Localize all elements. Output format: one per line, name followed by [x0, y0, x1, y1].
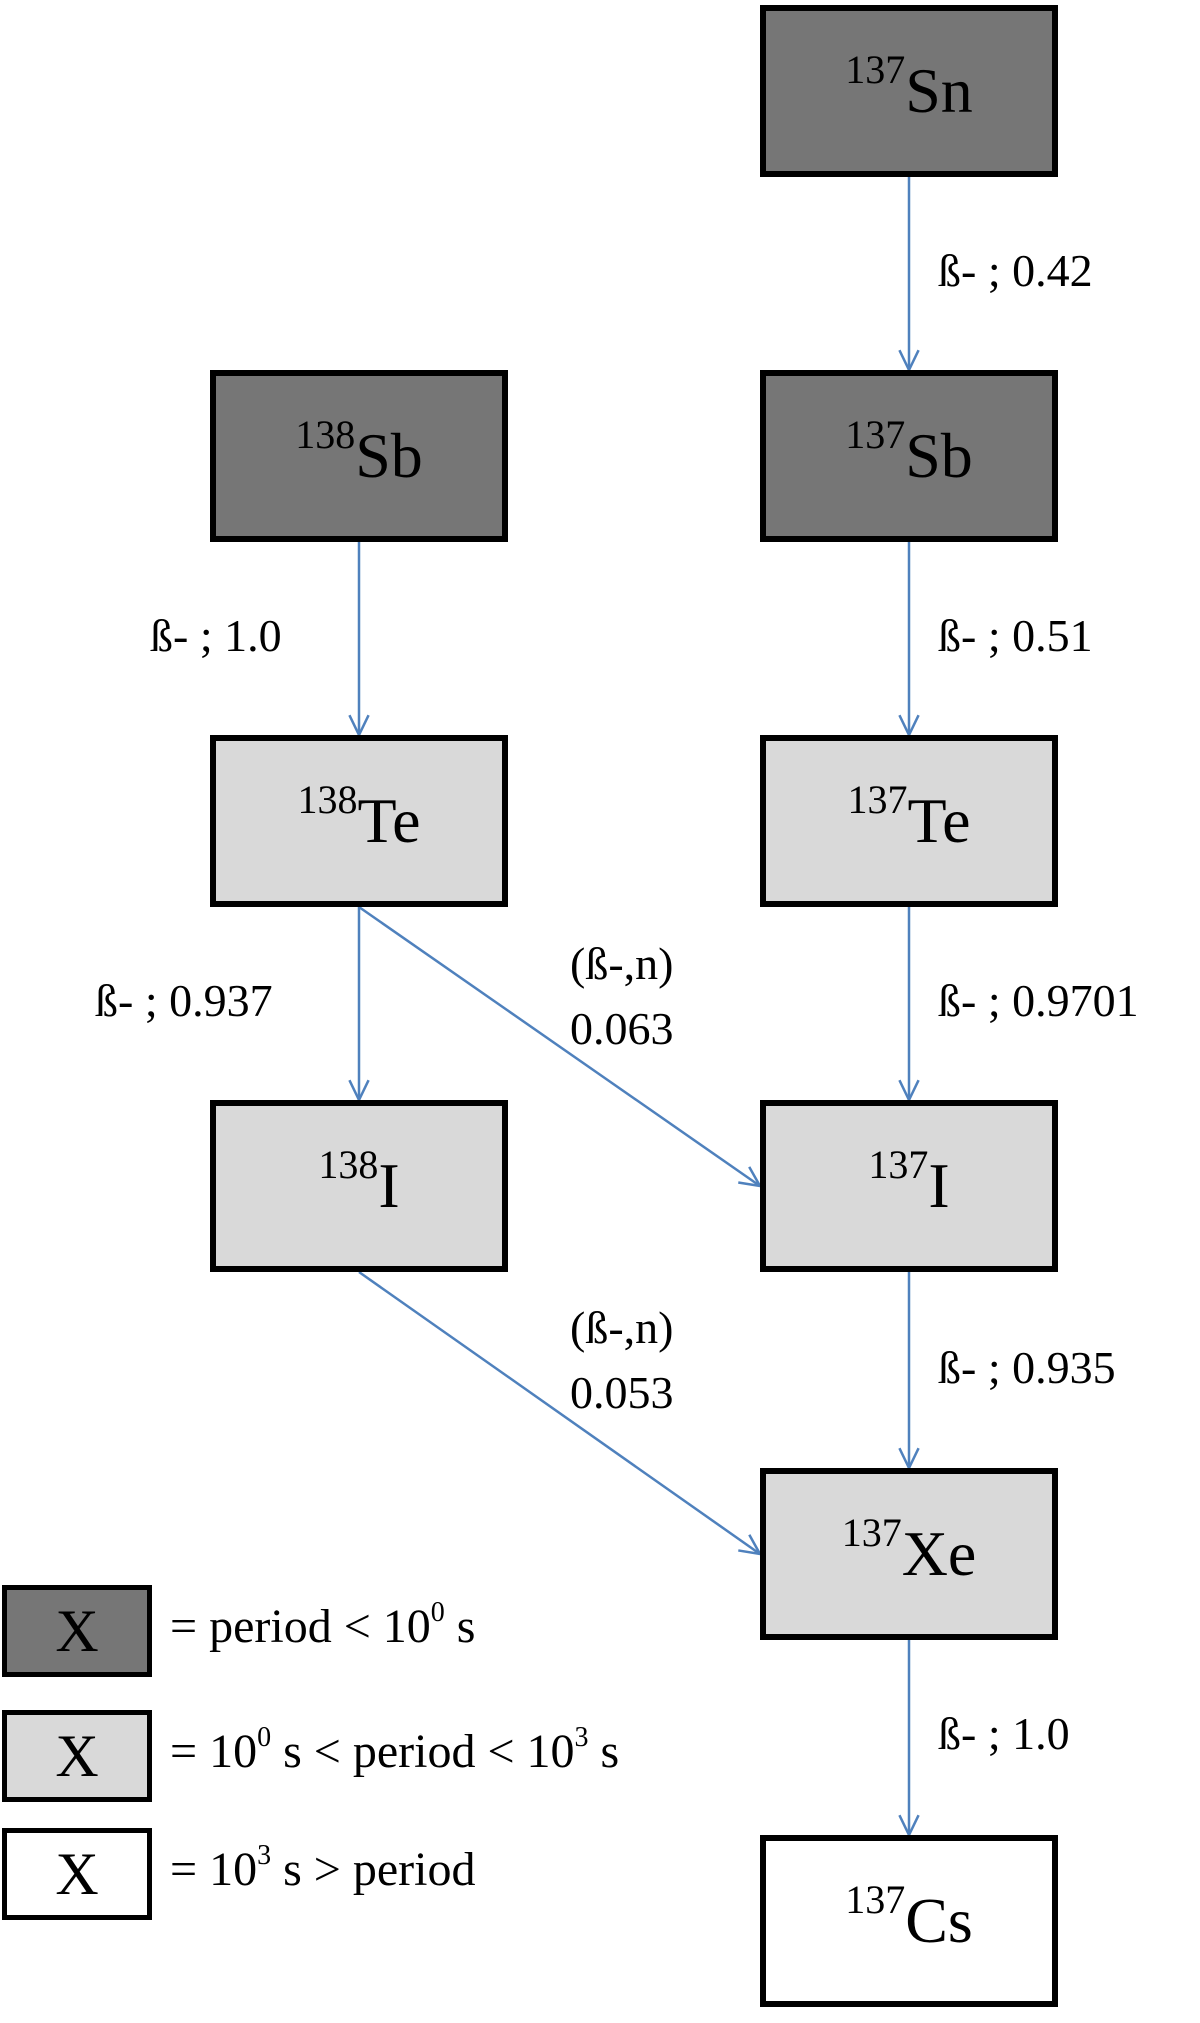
decay-label-te138-i138: ß- ; 0.937 — [95, 975, 273, 1026]
legend-swatch-white: X — [2, 1828, 152, 1920]
element-symbol: Te — [357, 785, 421, 856]
decay-arrow-i137-xe137 — [898, 1272, 920, 1471]
decay-label-sb138-te138: ß- ; 1.0 — [150, 610, 282, 661]
decay-branch-i138-xe137: 0.053 — [570, 1367, 674, 1418]
mass-number: 137 — [847, 776, 908, 822]
legend-part-sup1: 0 — [257, 1722, 272, 1753]
decay-branch-te138-i137: 0.063 — [570, 1003, 674, 1054]
legend-swatch-light: X — [2, 1710, 152, 1802]
decay-arrow-sn137-sb137 — [898, 177, 920, 373]
decay-arrow-te138-i138 — [348, 907, 370, 1103]
legend-part-post: s — [588, 1725, 620, 1778]
legend-swatch-dark: X — [2, 1585, 152, 1677]
legend-part-sup1: 0 — [430, 1597, 445, 1628]
mass-number: 138 — [318, 1141, 379, 1187]
element-symbol: I — [378, 1150, 400, 1221]
mass-number: 137 — [845, 46, 906, 92]
legend-part-pre: = 10 — [170, 1725, 258, 1778]
element-symbol: Te — [907, 785, 971, 856]
element-symbol: Xe — [901, 1518, 977, 1589]
legend-part-mid: s — [444, 1600, 476, 1653]
decay-label-te138-i137: (ß-,n) — [570, 938, 674, 989]
legend-part-pre: = 10 — [170, 1843, 258, 1896]
decay-label-xe137-cs137: ß- ; 1.0 — [938, 1708, 1070, 1759]
element-symbol: Sb — [355, 420, 423, 491]
element-symbol: Cs — [905, 1885, 973, 1956]
decay-arrow-xe137-cs137 — [898, 1640, 920, 1838]
decay-label-sn137-sb137: ß- ; 0.42 — [938, 245, 1093, 296]
legend-part-sup1: 3 — [257, 1840, 272, 1871]
element-symbol: Sn — [905, 55, 973, 126]
decay-label-i137-xe137: ß- ; 0.935 — [938, 1342, 1116, 1393]
decay-arrow-te137-i137 — [898, 907, 920, 1103]
decay-label-sb137-te137: ß- ; 0.51 — [938, 610, 1093, 661]
legend-text-white: = 103 s > period — [170, 1840, 476, 1897]
mass-number: 137 — [845, 411, 906, 457]
mass-number: 137 — [868, 1141, 929, 1187]
legend-part-mid: s < period < 10 — [271, 1725, 575, 1778]
decay-arrow-sb138-te138 — [348, 542, 370, 738]
legend-text-dark: = period < 100 s — [170, 1597, 476, 1654]
mass-number: 138 — [295, 411, 356, 457]
decay-label-i138-xe137: (ß-,n) — [570, 1302, 674, 1353]
mass-number: 137 — [845, 1876, 906, 1922]
legend-part-sup2: 3 — [574, 1722, 589, 1753]
mass-number: 137 — [841, 1509, 902, 1555]
element-symbol: I — [928, 1150, 950, 1221]
legend-part-pre: = period < 10 — [170, 1600, 431, 1653]
element-symbol: Sb — [905, 420, 973, 491]
decay-label-te137-i137: ß- ; 0.9701 — [938, 975, 1139, 1026]
mass-number: 138 — [297, 776, 358, 822]
legend-part-mid: s > period — [271, 1843, 476, 1896]
decay-arrow-i138-xe137 — [358, 1270, 763, 1556]
legend-text-light: = 100 s < period < 103 s — [170, 1722, 620, 1779]
decay-arrow-sb137-te137 — [898, 542, 920, 738]
